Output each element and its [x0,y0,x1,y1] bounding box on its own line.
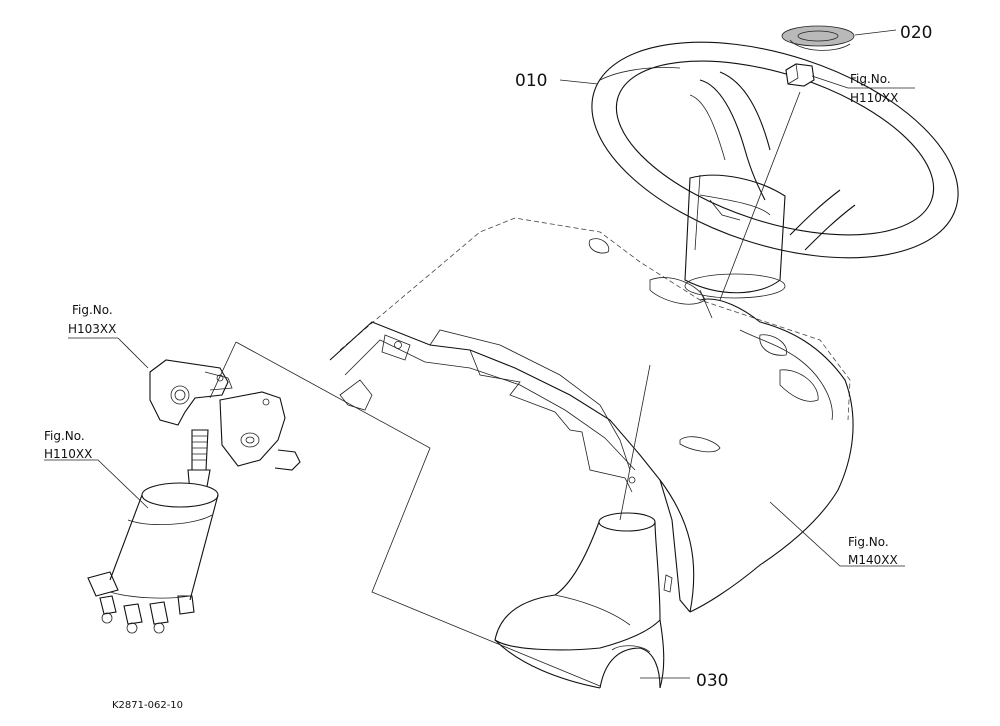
steering-wheel [591,41,959,299]
horn-cap [781,25,855,51]
steering-nut [785,63,815,87]
fig-ref-bracket-prefix: Fig.No. [72,303,113,317]
column-lower-cover [494,512,665,689]
fig-ref-dash-panel: M140XX [848,553,898,567]
leader-lines [44,29,915,679]
fig-ref-bracket: H103XX [68,322,116,336]
callout-020: 020 [900,23,932,43]
fig-ref-dash-panel-prefix: Fig.No. [848,535,889,549]
callout-030: 030 [696,671,728,691]
fig-ref-steering-unit: H110XX [44,447,92,461]
drawing-code: K2871-062-10 [112,700,183,711]
power-steering-unit [87,429,219,634]
steering-column-bracket [149,359,301,471]
assembly-lines [209,91,801,687]
callout-010: 010 [515,71,547,91]
dash-panel-cover [329,217,854,613]
fig-ref-nut: H110XX [850,91,898,105]
fig-ref-nut-prefix: Fig.No. [850,72,891,86]
fig-ref-steering-unit-prefix: Fig.No. [44,429,85,443]
